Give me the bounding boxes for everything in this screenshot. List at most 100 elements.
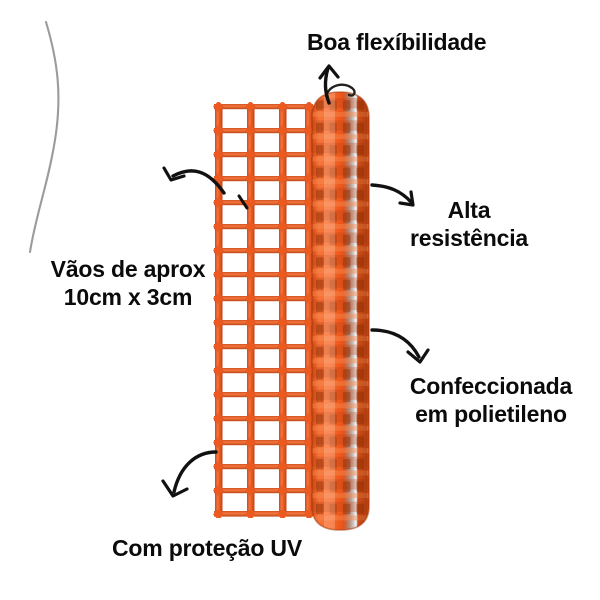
roll-mesh-opening [329, 481, 337, 492]
mesh-node [277, 125, 288, 136]
mesh-node [213, 102, 224, 112]
mesh-node [213, 197, 224, 208]
roll-mesh-opening [329, 346, 337, 358]
mesh-node [245, 485, 256, 496]
roll-mesh-opening [329, 324, 337, 335]
mesh-node [245, 317, 256, 328]
mesh-node [277, 437, 288, 448]
mesh-node [245, 365, 256, 376]
roll-mesh-opening [343, 346, 351, 358]
roll-wrap-band [312, 501, 369, 512]
roll-wrap-band [312, 210, 369, 221]
roll-mesh-opening [329, 234, 337, 246]
roll-mesh-opening [329, 414, 337, 425]
roll-wrap-band [312, 165, 369, 176]
roll-wrap-band [312, 299, 369, 311]
roll-mesh-opening [356, 302, 364, 313]
roll-mesh-opening [343, 481, 351, 492]
roll-mesh-opening [356, 212, 364, 223]
roll-mesh-opening [343, 257, 351, 268]
roll-mesh-opening [329, 100, 337, 111]
roll-mesh-opening [356, 481, 364, 492]
mesh-node [277, 102, 288, 112]
mesh-node [245, 461, 256, 472]
mesh-node [245, 269, 256, 280]
roll-wrap-highlight [312, 201, 369, 207]
roll-wrap-band [312, 389, 369, 400]
roll-wrap-band [312, 367, 369, 378]
mesh-node [245, 245, 256, 256]
roll-mesh-opening [316, 436, 324, 447]
roll-wrap-highlight [312, 336, 369, 341]
roll-wrap-highlight [312, 111, 369, 117]
callout-resistencia: Alta resistência [410, 197, 528, 252]
mesh-node [213, 221, 224, 232]
roll-mesh-opening [316, 503, 324, 515]
roll-tie-hook-icon [324, 83, 356, 98]
roll-wrap-highlight [312, 515, 369, 521]
roll-mesh-opening [329, 369, 337, 380]
roll-mesh-opening [316, 324, 324, 335]
roll-mesh-opening [316, 145, 324, 156]
roll-wrap-highlight [312, 134, 369, 140]
mesh-node [245, 173, 256, 184]
mesh-node [277, 173, 288, 184]
roll-mesh-opening [316, 369, 324, 380]
mesh-node [213, 437, 224, 448]
roll-wrap-band [312, 479, 369, 490]
mesh-node [277, 341, 288, 352]
mesh-node [213, 413, 224, 424]
mesh-node [245, 221, 256, 232]
roll-mesh-opening [343, 167, 351, 178]
roll-wrap-highlight [312, 470, 369, 476]
mesh-node [245, 413, 256, 424]
roll-mesh-opening [316, 100, 324, 111]
roll-mesh-opening [343, 369, 351, 380]
roll-wrap-highlight [312, 246, 369, 252]
roll-mesh-opening [356, 145, 364, 156]
roll-mesh-opening [343, 122, 351, 133]
roll-wrap-band [312, 187, 369, 198]
roll-mesh-opening [343, 414, 351, 425]
roll-mesh-opening [356, 279, 364, 290]
mesh-node [245, 509, 256, 518]
roll-mesh-opening [329, 212, 337, 223]
mesh-node [213, 389, 224, 400]
mesh-roll [311, 91, 370, 531]
callout-vaos: Vãos de aprox 10cm x 3cm [50, 256, 206, 311]
roll-mesh-opening [343, 100, 351, 111]
roll-mesh-opening [316, 346, 324, 358]
roll-mesh-opening [356, 100, 364, 111]
mesh-junction-nodes [213, 102, 314, 518]
roll-mesh-opening [329, 302, 337, 313]
roll-mesh-opening [343, 189, 351, 201]
roll-wrap-band [312, 456, 369, 467]
roll-mesh-opening [316, 234, 324, 246]
roll-mesh-opening [356, 167, 364, 178]
roll-mesh-opening [356, 257, 364, 268]
mesh-node [213, 317, 224, 328]
flat-mesh-panel [213, 102, 314, 518]
roll-mesh-opening [356, 369, 364, 380]
roll-wrap-band [312, 232, 369, 243]
roll-wrap-highlight [312, 179, 369, 185]
mesh-node [277, 317, 288, 328]
roll-mesh-opening [329, 503, 337, 515]
roll-mesh-opening [356, 503, 364, 515]
roll-wrap-highlight [312, 156, 369, 162]
mesh-node [213, 293, 224, 304]
roll-mesh-opening [329, 391, 337, 402]
mesh-node [245, 149, 256, 160]
mesh-node [213, 341, 224, 352]
roll-mesh-opening [356, 324, 364, 335]
mesh-node [303, 102, 314, 112]
mesh-node [277, 413, 288, 424]
roll-mesh-opening [316, 189, 324, 201]
roll-mesh-opening [329, 167, 337, 178]
roll-wrap-band [312, 142, 369, 154]
roll-mesh-opening [316, 391, 324, 402]
roll-wrap-band [312, 254, 369, 266]
mesh-node [245, 389, 256, 400]
roll-mesh-opening [356, 391, 364, 402]
